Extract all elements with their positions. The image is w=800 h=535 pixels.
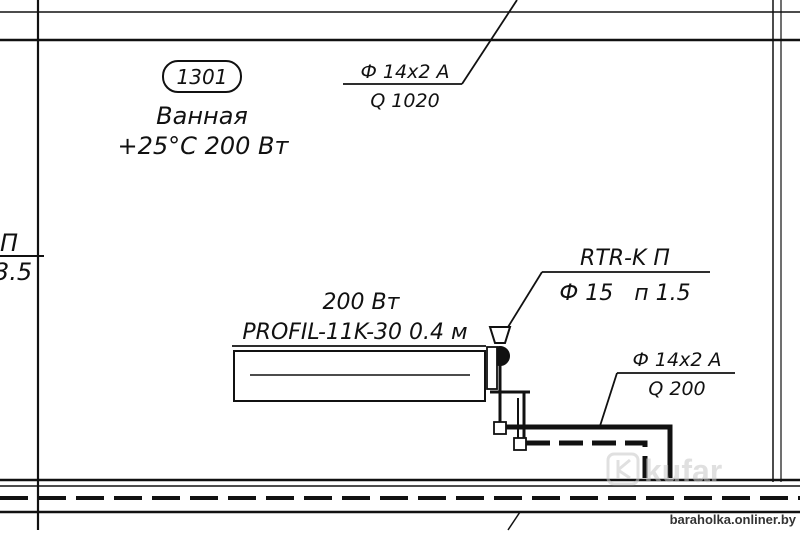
pipe-right-leader-diagonal xyxy=(599,372,618,427)
return-pipe-dashed xyxy=(526,440,648,478)
valve-spec: Ф 15 п 1.5 xyxy=(559,281,690,306)
left-cut-value: 3.5 xyxy=(0,258,32,286)
return-fitting-icon xyxy=(513,437,527,451)
radiator-model: PROFIL-11K-30 0.4 м xyxy=(242,320,467,345)
room-name: Ванная xyxy=(156,102,248,130)
valve-model: RTR-K П xyxy=(580,246,670,271)
watermark: kufar xyxy=(606,452,722,489)
room-heat-requirement: +25°C 200 Вт xyxy=(118,132,290,160)
radiator-power: 200 Вт xyxy=(323,290,401,315)
watermark-brand: kufar xyxy=(644,453,722,489)
valve-head-icon xyxy=(488,326,512,344)
watermark-source: baraholka.onliner.by xyxy=(670,512,797,527)
radiator-connector-box xyxy=(486,346,498,390)
kufar-logo-icon xyxy=(606,452,640,486)
room-number: 1301 xyxy=(177,65,228,89)
pipe-right-spec: Ф 14x2 А xyxy=(633,349,722,371)
pipe-right-flow: Q 200 xyxy=(648,378,705,400)
pipe-right-annotation: Ф 14x2 А Q 200 xyxy=(599,349,735,427)
supply-fitting-icon xyxy=(493,421,507,435)
pipe-top-flow: Q 1020 xyxy=(370,90,439,112)
valve-annotation: RTR-K П Ф 15 п 1.5 xyxy=(499,246,710,341)
pipe-top-leader-diagonal xyxy=(461,0,518,85)
radiator-label: 200 Вт PROFIL-11K-30 0.4 м xyxy=(232,290,486,347)
radiator xyxy=(233,350,486,402)
valve-assembly xyxy=(486,326,673,478)
pipe-top-annotation: Ф 14x2 А Q 1020 xyxy=(343,0,518,112)
radiator-body xyxy=(233,350,486,402)
left-cut-letter: П xyxy=(0,229,18,257)
room-label: 1301 Ванная +25°C 200 Вт xyxy=(118,60,290,160)
bottom-diagonal-line xyxy=(507,511,521,531)
room-number-bubble xyxy=(162,60,242,93)
left-cut-annotation: П 3.5 xyxy=(0,229,44,286)
supply-pipe-solid xyxy=(506,424,673,478)
pipe-top-spec: Ф 14x2 А xyxy=(361,61,450,83)
